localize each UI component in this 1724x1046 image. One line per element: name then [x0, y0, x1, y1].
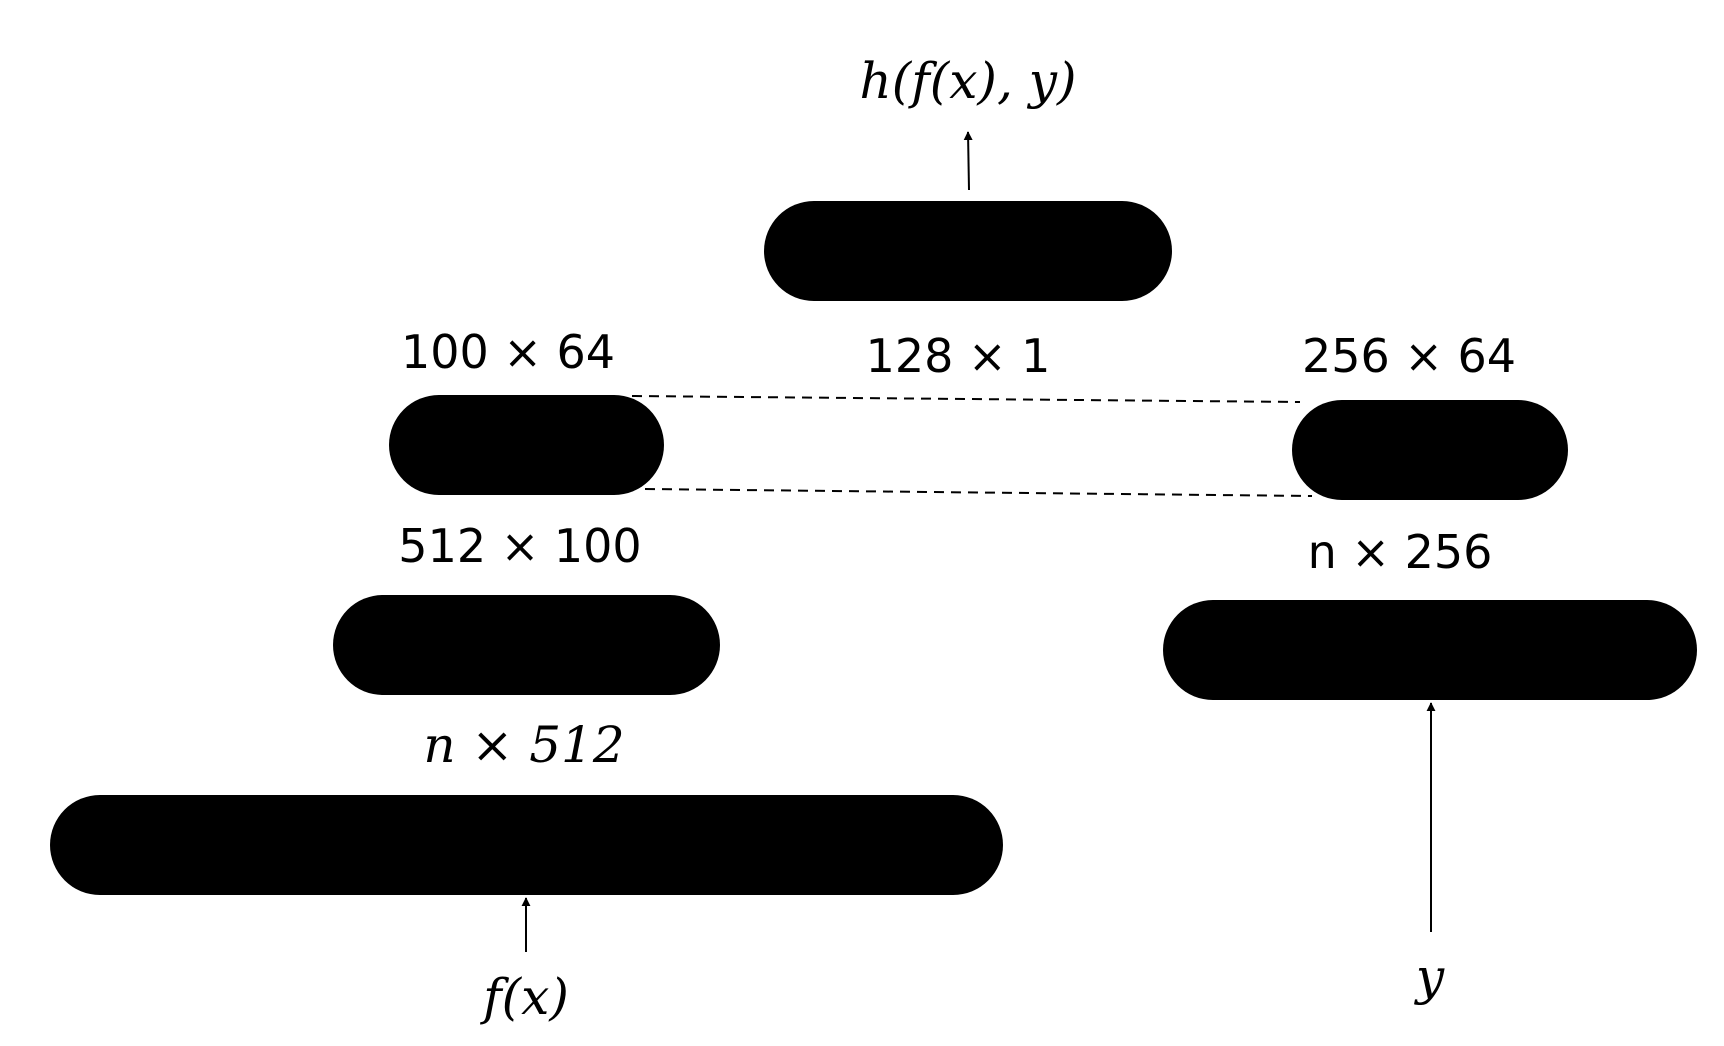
left-layer2-dim-label: 512 × 100	[398, 519, 641, 573]
concat-line-top	[631, 395, 1301, 403]
output-label: h(f(x), y)	[860, 52, 1077, 110]
output-arrow	[963, 131, 973, 191]
left-layer3-block	[389, 395, 664, 495]
concat-line-bottom	[644, 488, 1313, 497]
head-layer-block	[764, 201, 1172, 301]
left-layer3-dim-label: 100 × 64	[401, 325, 615, 379]
head-dim-label: 128 × 1	[866, 329, 1051, 383]
right-layer1-dim-label: n × 256	[1308, 525, 1493, 579]
left-layer2-block	[333, 595, 720, 695]
left-layer1-block	[50, 795, 1003, 895]
right-layer2-dim-label: 256 × 64	[1302, 329, 1516, 383]
right-layer2-block	[1292, 400, 1568, 500]
left-layer1-dim-label: n × 512	[423, 716, 624, 774]
left-input-label: f(x)	[479, 968, 569, 1026]
right-input-label: y	[1414, 948, 1445, 1006]
right-layer1-block	[1163, 600, 1697, 700]
